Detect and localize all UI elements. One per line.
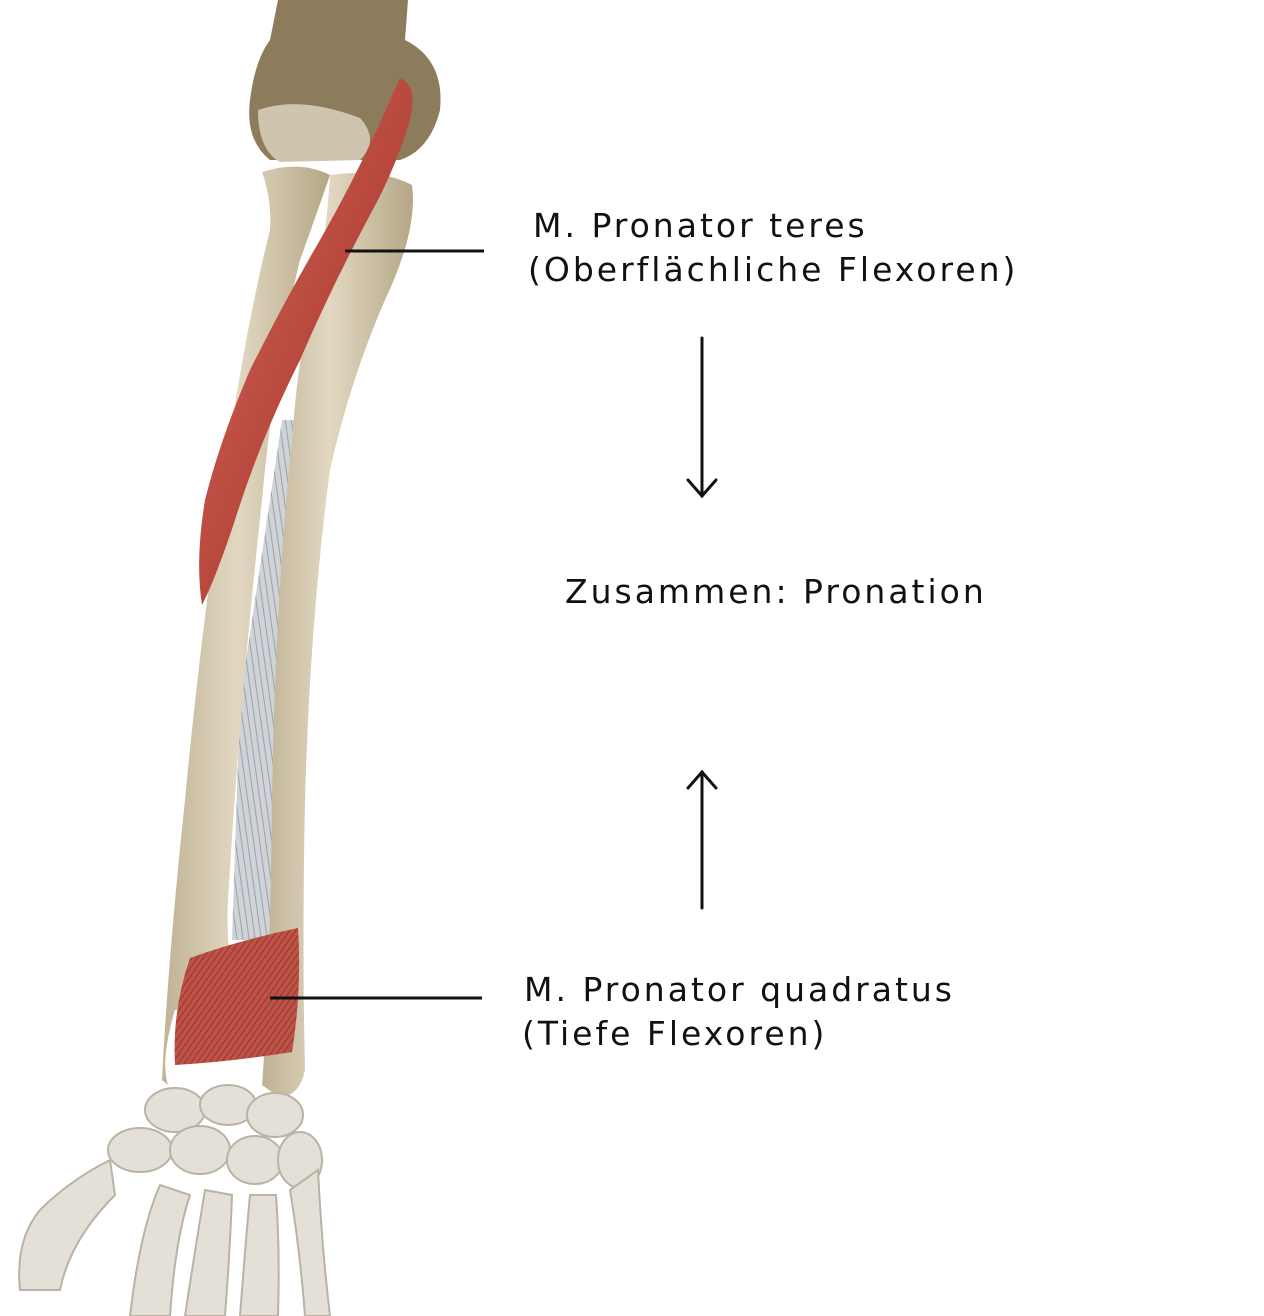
pronator-quadratus-group-label: (Tiefe Flexoren): [522, 1014, 828, 1053]
radius-bone: [162, 166, 330, 1085]
arrow-down-icon: [686, 336, 718, 499]
arrow-up-icon: [686, 769, 718, 910]
pronator-quadratus-label: M. Pronator quadratus: [524, 970, 955, 1009]
result-label: Zusammen: Pronation: [565, 572, 987, 611]
pronator-teres-label: M. Pronator teres: [533, 206, 868, 245]
ulna-bone: [262, 172, 413, 1099]
pronator-quadratus-muscle: [174, 928, 300, 1065]
pronator-teres-group-label: (Oberflächliche Flexoren): [528, 250, 1019, 289]
humerus: [249, 0, 441, 162]
hand-bones: [18, 1084, 332, 1316]
pronator-teres-muscle: [199, 78, 413, 605]
